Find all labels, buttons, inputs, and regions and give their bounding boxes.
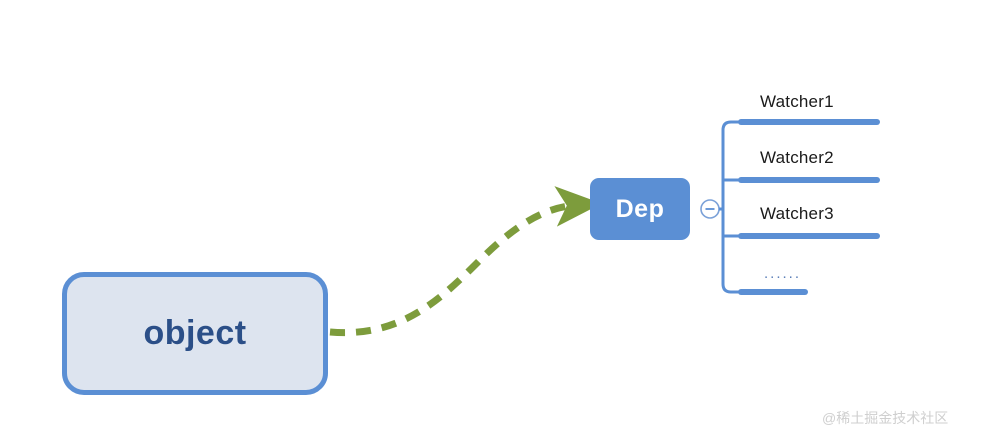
minus-circle-icon[interactable] <box>700 199 720 219</box>
watcher-label: Watcher3 <box>760 204 834 223</box>
watcher-label-ellipsis: ...... <box>764 265 802 282</box>
node-dep-label: Dep <box>615 194 665 223</box>
watcher-underline-bar <box>738 233 880 239</box>
watcher-underline-bar <box>738 177 880 183</box>
watermark: @稀土掘金技术社区 <box>822 410 949 426</box>
watcher-underline-bar <box>738 289 808 295</box>
dashed-green-arrow <box>329 186 602 337</box>
watcher-underline-bar <box>738 119 880 125</box>
node-object[interactable]: object <box>62 272 328 395</box>
watcher-label: Watcher2 <box>760 148 834 167</box>
node-dep[interactable]: Dep <box>590 178 690 240</box>
watcher-label: Watcher1 <box>760 92 834 111</box>
node-object-label: object <box>143 314 247 352</box>
